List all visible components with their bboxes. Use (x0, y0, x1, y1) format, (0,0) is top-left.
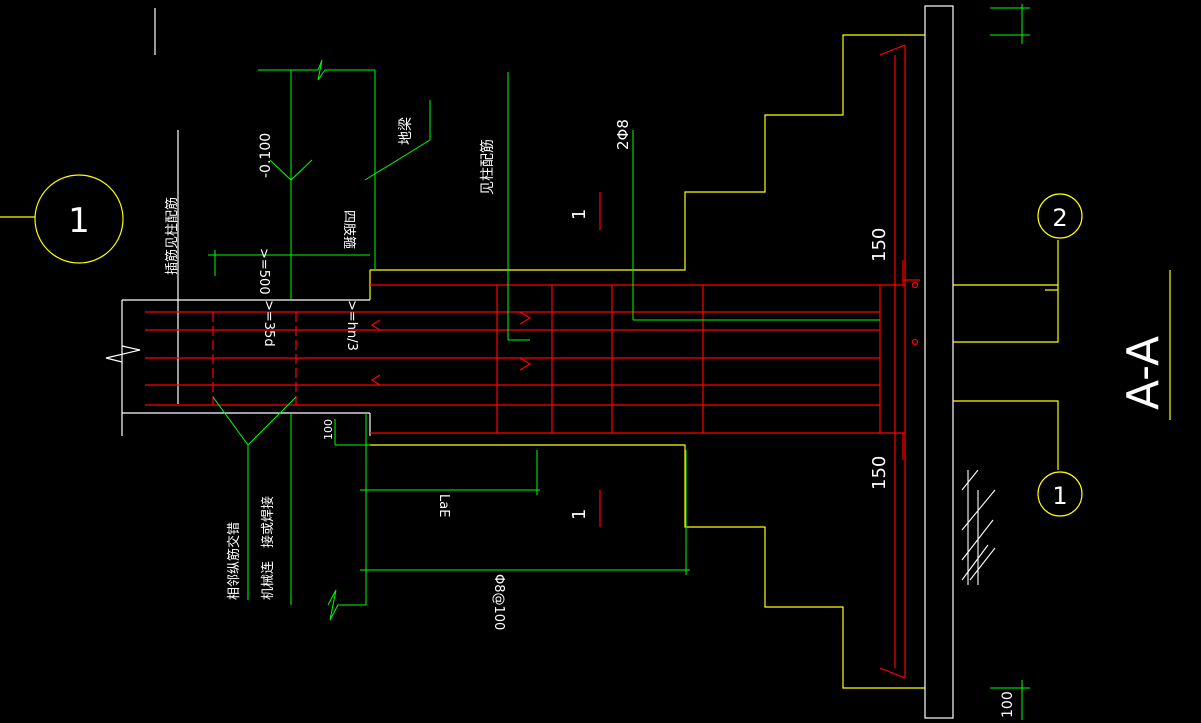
lap-note-b: 机械连 (260, 561, 276, 600)
section-cut-upper: 1 (569, 209, 590, 220)
axis-marker-2: 2 (1052, 204, 1067, 232)
detail-marker-label: 1 (68, 201, 90, 241)
rebar-group (145, 44, 920, 679)
dim-100-bottom: 100 (1000, 691, 1016, 718)
ground-hatch (961, 469, 996, 585)
anchor-35d-label: >=35d (261, 300, 276, 347)
anchor-500-label: >=500 (256, 248, 271, 295)
lap-length-label: LaE (436, 494, 451, 517)
stirrup-phi8-100-label: Φ8@100 (491, 574, 506, 630)
dim-150-bottom: 150 (869, 456, 890, 490)
lap-note-c: 接或焊接 (260, 496, 276, 548)
section-title: A-A (1118, 336, 1169, 410)
dim-150-top: 150 (869, 228, 890, 262)
lap-note-a: 相邻纵筋交错 (226, 522, 242, 600)
structure-outline (105, 5, 954, 719)
see-column-rebar-label: 见柱配筋 (479, 139, 496, 195)
dowel-label: 插筋见柱配筋 (164, 197, 180, 275)
hn-label: >=hn/3 (344, 300, 359, 351)
axis-marker-1: 1 (1052, 482, 1067, 510)
ground-beam-label: 地梁 (398, 117, 414, 145)
dimension-lines (208, 4, 1030, 720)
level-mark: -0.100 (258, 133, 274, 178)
foundation-outline (0, 34, 1171, 689)
thickening-label: 四肢箍 (341, 210, 357, 249)
dim-100-left: 100 (322, 419, 335, 440)
section-cut-lower: 1 (569, 509, 590, 520)
stirrup-2phi8-label: 2Φ8 (614, 119, 632, 150)
